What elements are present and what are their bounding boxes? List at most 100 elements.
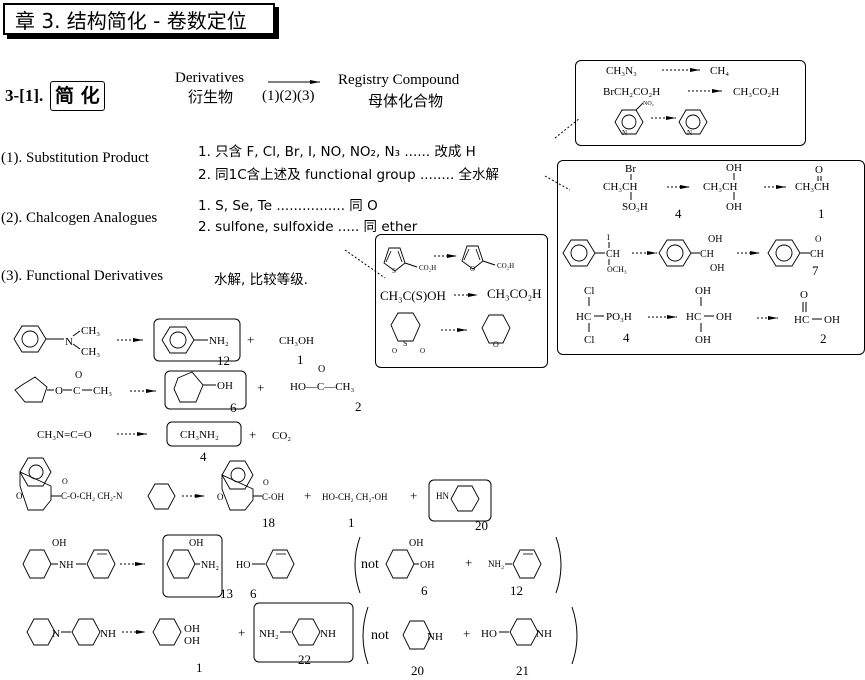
furan-o: O: [470, 265, 475, 273]
ex1-count-b: 1: [297, 352, 304, 367]
ex6-nh: NH: [100, 628, 116, 640]
ex1-n: N: [65, 336, 73, 348]
not-label: not: [371, 628, 389, 643]
ex6-count-a: 1: [196, 660, 203, 675]
h3-center: HC: [576, 311, 591, 323]
ex5-oh: OH: [52, 538, 66, 549]
ex6-count-b: 22: [298, 652, 311, 667]
h2-mid-oh-top: OH: [708, 234, 722, 245]
boxed-product: [164, 370, 247, 410]
h2-i: I: [607, 233, 610, 242]
not-count-a: 6: [421, 583, 428, 598]
h3-mid-oh-right: OH: [716, 311, 732, 323]
h1-count: 4: [675, 206, 682, 221]
h1-end-o: O: [815, 164, 823, 176]
not-nh-b: NH: [536, 628, 552, 640]
close-paren: [571, 606, 578, 665]
ex4-product-ring-o: O: [217, 492, 224, 502]
h3-end-oh: OH: [824, 314, 840, 326]
h1-mid-center: CH₃CH: [703, 181, 737, 193]
ex4-chain: C-O-CH₂ CH₂-N: [61, 491, 123, 501]
rule-2-item-2: 2. sulfone, sulfoxide ..... 同 ether: [198, 219, 418, 235]
not-ho: HO: [481, 628, 497, 640]
leader-line-1: [554, 117, 581, 139]
boxed-product: [162, 534, 223, 598]
sulfone-o2: O: [420, 347, 425, 355]
chalcogen-examples: S CO₂H O CO₂H CH₃C(S)OH CH₃CO₂H S O O O: [380, 245, 542, 355]
h3-po3h: PO₃H: [606, 311, 632, 323]
thiophene-co2h: CO₂H: [419, 264, 436, 272]
ex5-product-nh2: NH₂: [201, 560, 219, 571]
ex4-glycol: HO-CH₂ CH₂-OH: [322, 492, 388, 502]
ex2-count-b: 2: [355, 399, 362, 414]
h2-end-center: CH: [810, 249, 824, 260]
nitropyridine-structure: N NO₂: [614, 101, 654, 137]
plus: +: [410, 488, 417, 503]
boxed-product: [253, 602, 354, 663]
ex2-o: O: [55, 385, 63, 397]
h2-end-o: O: [815, 234, 822, 244]
ex2-ch3: CH₃: [93, 385, 112, 397]
ex2-product-o: O: [318, 364, 325, 375]
ex6-nh-b: NH: [320, 628, 336, 640]
ex5-ho: HO: [236, 560, 250, 571]
substitution-example-box: [575, 60, 806, 146]
hydrolysis-examples: Br CH₃CH SO₃H 4 OH CH₃CH OH O CH₃CH 1 I …: [562, 162, 840, 346]
h1-mid-oh-top: OH: [726, 162, 742, 174]
h1-center: CH₃CH: [603, 181, 637, 193]
rule-1-item-2: 2. 同1C含上述及 functional group ........ 全水解: [198, 167, 500, 183]
not-count-b: 12: [510, 583, 523, 598]
sulfone-o1: O: [392, 347, 397, 355]
h3-end-count: 2: [820, 331, 827, 346]
ex5-count-a: 13: [220, 586, 233, 601]
furan-co2h: CO₂H: [497, 262, 514, 270]
ex2-c: C: [73, 385, 80, 397]
ex4-co: O: [62, 477, 68, 486]
ex1-ch3oh: CH₃OH: [279, 335, 314, 347]
h1-end-count: 1: [818, 206, 825, 221]
h3-mid-center: HC: [686, 311, 701, 323]
h3-mid-oh-top: OH: [695, 285, 711, 297]
plus: +: [465, 555, 472, 570]
h3-end-o: O: [800, 289, 808, 301]
h3-cl-bottom: Cl: [584, 334, 594, 346]
example-6: N NH OH OH 1 + NH₂ NH 22 not NH 20 + HO …: [26, 602, 578, 678]
rule-1-item-1: 1. 只含 F, Cl, Br, I, NO, NO₂, N₃ ...... 改…: [198, 144, 476, 160]
plus: +: [304, 488, 311, 503]
ex3-count: 4: [200, 449, 207, 464]
rule-2-item-1: 1. S, Se, Te ................ 同 O: [198, 198, 378, 214]
ex3-ch3nh2: CH₃NH₂: [180, 429, 219, 441]
ex2-acetic: HO—C—CH₃: [290, 381, 355, 393]
scheme-to-zh: 母体化合物: [368, 92, 444, 110]
leader-line-2: [544, 175, 571, 191]
ex5-count-b: 6: [250, 586, 257, 601]
plus: +: [247, 332, 254, 347]
example-3: CH₃N=C=O CH₃NH₂ 4 + CO₂: [37, 421, 291, 464]
ring-n-label: N: [622, 129, 627, 137]
h1-so3h: SO₃H: [622, 201, 648, 213]
sub-row1-to: CH₄: [710, 65, 729, 77]
ex1-ch3a: CH₃: [81, 325, 100, 337]
open-paren: [354, 536, 361, 594]
oxane-o: O: [493, 340, 499, 349]
h2-mid-center: CH: [700, 249, 714, 260]
not-count-a: 20: [411, 663, 424, 678]
section-number: 3-[1].: [5, 86, 44, 105]
close-paren: [555, 536, 562, 594]
plus: +: [257, 380, 264, 395]
h1-end-center: CH₃CH: [795, 181, 829, 193]
ex1-ch3b: CH₃: [81, 346, 100, 358]
open-paren: [362, 606, 369, 665]
scheme-from-zh: 衍生物: [188, 88, 234, 106]
sulfone-s: S: [403, 339, 407, 348]
thiophene-s: S: [392, 267, 396, 275]
h2-mid-oh-bottom: OH: [710, 263, 724, 274]
h3-count: 4: [623, 330, 630, 345]
example-5: OH NH OH NH₂ 13 HO 6 not OH OH 6 + NH₂ 1…: [22, 534, 562, 601]
scheme-to-en: Registry Compound: [338, 72, 460, 88]
ex5-nh: NH: [59, 560, 73, 571]
h2-end-count: 7: [812, 263, 819, 278]
leader-line-3: [344, 249, 386, 279]
nitro-label: NO₂: [643, 101, 654, 107]
ex6-n: N: [52, 628, 60, 640]
